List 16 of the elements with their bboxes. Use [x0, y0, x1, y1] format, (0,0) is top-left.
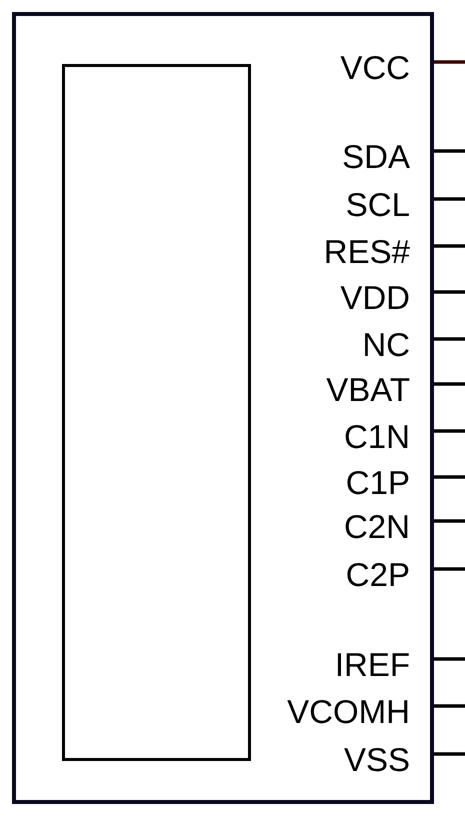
pin-label: IREF	[334, 646, 410, 684]
pin-label: C1N	[344, 418, 410, 456]
pin-label: C2P	[346, 556, 410, 594]
pin-label: VBAT	[326, 371, 410, 409]
pin-label: VCC	[340, 49, 410, 87]
pin-label: SCL	[346, 186, 410, 224]
pin-label: SDA	[342, 138, 410, 176]
pin-label: RES#	[324, 233, 410, 271]
pin-label: VSS	[344, 741, 410, 779]
component-outline	[12, 12, 434, 804]
pin-label: C2N	[344, 508, 410, 546]
display-area-rect	[62, 64, 251, 761]
pin-label: VCOMH	[287, 693, 410, 731]
pin-label: C1P	[346, 464, 410, 502]
pin-label: NC	[362, 326, 410, 364]
pin-label: VDD	[340, 279, 410, 317]
